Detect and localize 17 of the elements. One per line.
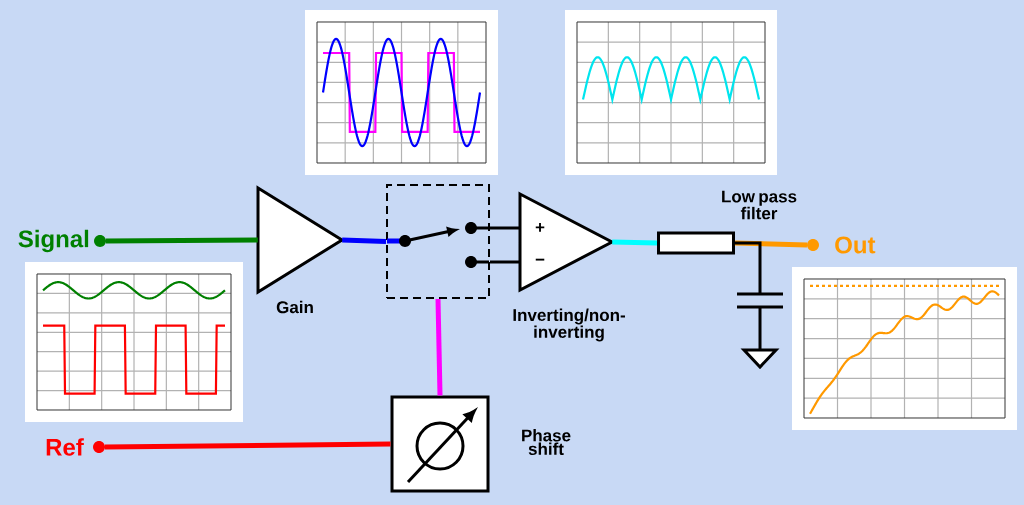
terminal: Ref — [46, 438, 84, 456]
switch-drawing — [386, 184, 490, 299]
terminal: Out — [835, 236, 876, 254]
wire — [435, 298, 443, 396]
phase-shifter-label: Phase shift — [522, 429, 571, 455]
wire — [490, 260, 520, 264]
op-amp-label: Inverting/non-inverting — [513, 308, 625, 342]
wire — [612, 239, 658, 246]
wire — [490, 226, 520, 230]
wire — [106, 237, 258, 244]
wire — [342, 237, 387, 244]
terminal: Signal — [18, 229, 89, 253]
wire — [105, 441, 391, 450]
wire — [734, 240, 808, 248]
wire — [735, 241, 762, 294]
amplifier-label: Gain — [276, 300, 313, 314]
resistor-label: Low pass filter — [722, 190, 797, 220]
